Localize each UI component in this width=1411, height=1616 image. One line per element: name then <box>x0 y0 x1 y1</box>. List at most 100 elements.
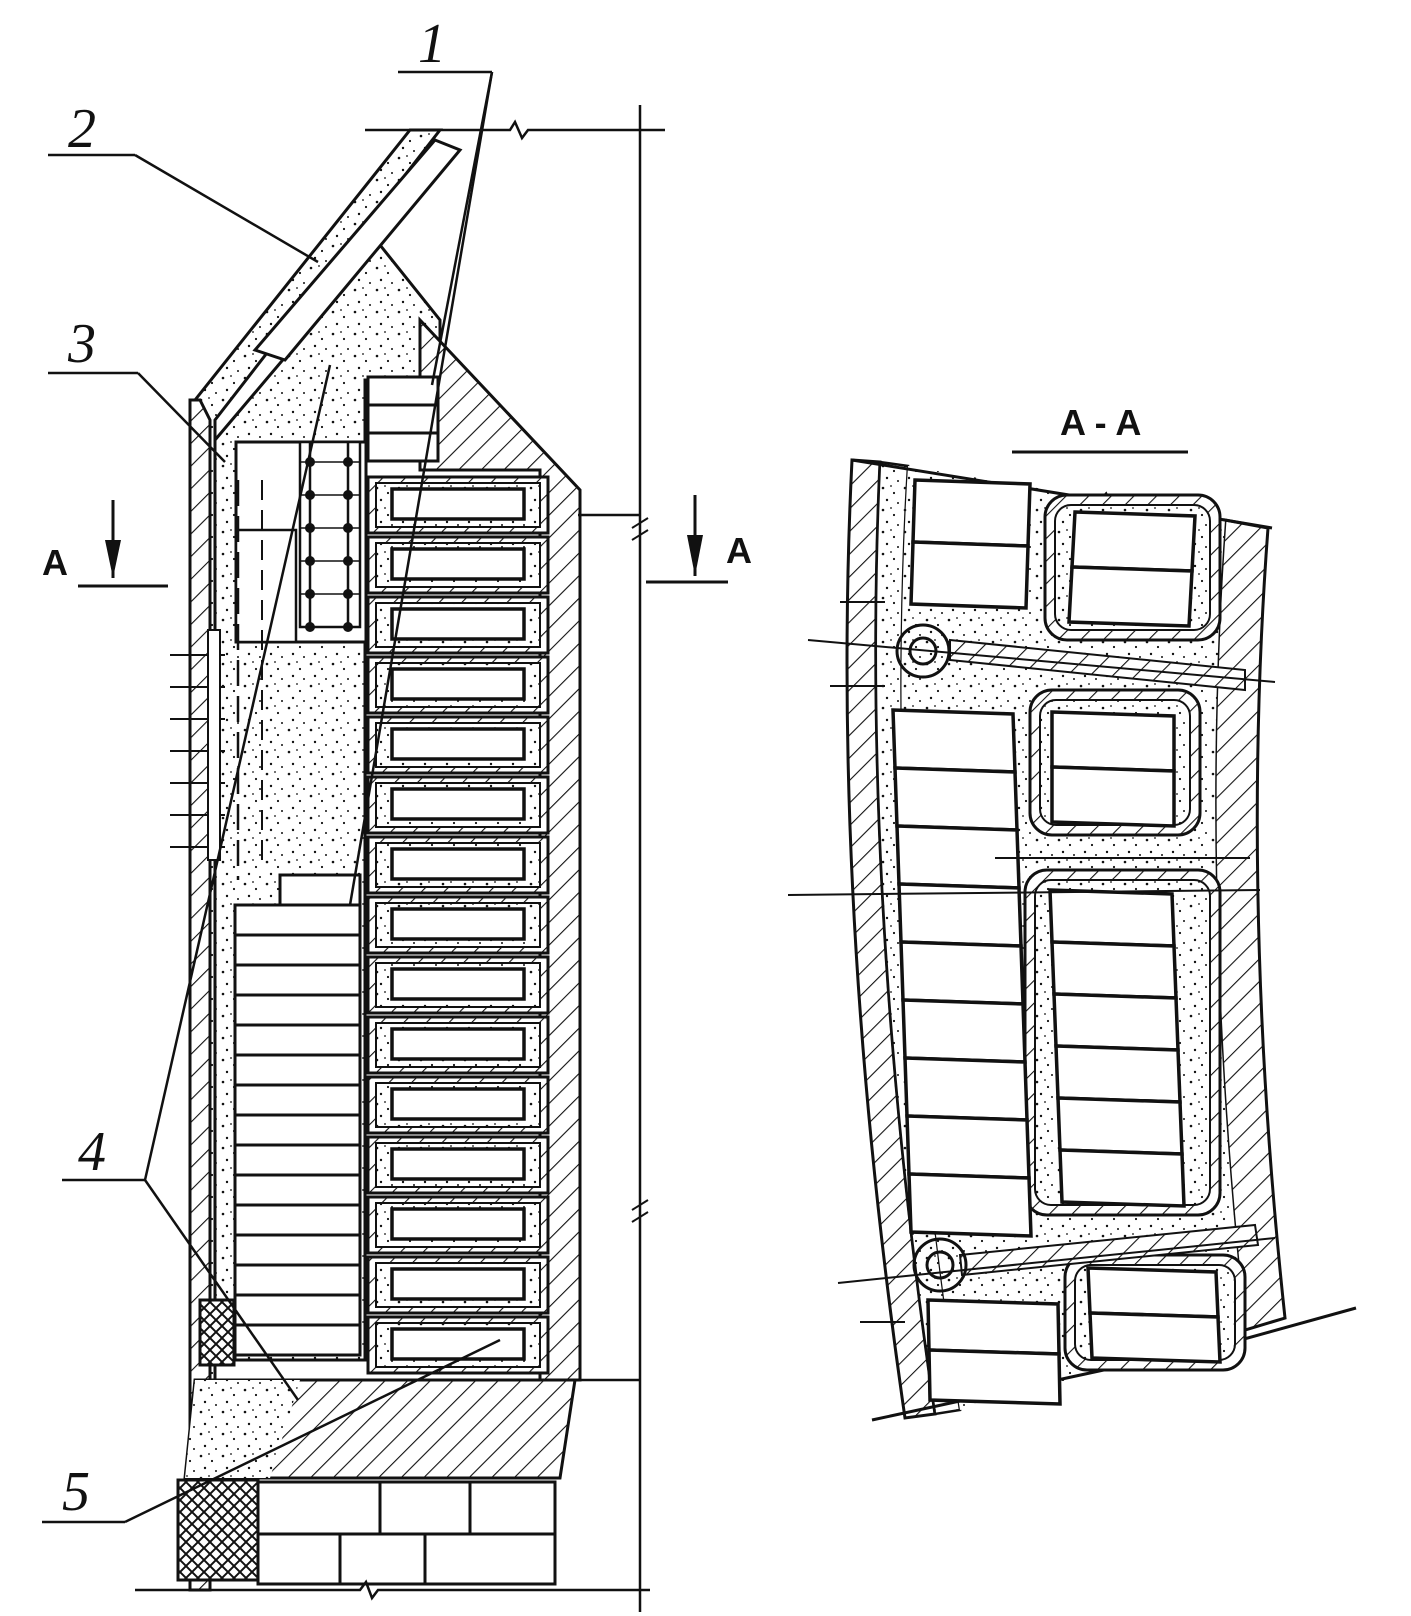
plan-brick <box>1086 1266 1220 1319</box>
section-mark-right <box>646 495 728 584</box>
plan-brick <box>899 940 1025 1006</box>
plan-right-bricks <box>1048 510 1222 1364</box>
stack-brick <box>233 903 362 937</box>
base-brick-course <box>256 1480 557 1586</box>
stack-brick <box>233 1053 362 1087</box>
plan-brick <box>926 1298 1061 1356</box>
section-letter-right: A <box>726 530 752 571</box>
channel-brick <box>390 1087 526 1121</box>
stack-brick <box>233 1083 362 1117</box>
cap-brick <box>278 873 362 907</box>
channel-brick <box>390 1267 526 1301</box>
section-mark-left <box>78 500 168 588</box>
plan-brick <box>1050 940 1178 1000</box>
plan-brick <box>901 998 1027 1064</box>
callout-5: 5 <box>42 1338 501 1524</box>
stack-brick <box>233 1293 362 1327</box>
channel-brick <box>390 607 526 641</box>
outer-skin <box>188 398 212 1592</box>
plan-brick <box>903 1056 1029 1122</box>
bottom-slab-dotted <box>185 1380 300 1478</box>
plan-brick <box>907 1172 1033 1238</box>
base-brick <box>256 1480 382 1536</box>
plan-brick <box>891 708 1017 774</box>
channel-brick <box>390 547 526 581</box>
plan-axis-3 <box>837 1237 1276 1284</box>
plan-brick <box>1056 1096 1184 1156</box>
callout-label-5: 5 <box>62 1461 90 1523</box>
stack-brick <box>233 1263 362 1297</box>
slanted-plate <box>252 138 463 362</box>
break-mark-upper <box>631 517 649 541</box>
seal-block <box>198 1298 236 1367</box>
section-letter-left: A <box>42 542 68 583</box>
plan-brick <box>1050 710 1176 773</box>
inner-box <box>234 528 298 644</box>
stack-brick <box>233 1143 362 1177</box>
plan-brick <box>927 1348 1062 1406</box>
base-brick <box>423 1532 557 1586</box>
reinforcement-grid <box>298 440 362 632</box>
plan-brick <box>1070 510 1197 573</box>
channel-brick <box>390 667 526 701</box>
stack-brick <box>233 993 362 1027</box>
stack-brick <box>233 963 362 997</box>
anchor-plate <box>207 629 221 861</box>
callout-4: 4 <box>62 364 332 1401</box>
channel-brick <box>390 787 526 821</box>
stack-brick <box>233 1323 362 1357</box>
callout-3: 3 <box>48 313 226 463</box>
callout-label-4: 4 <box>78 1121 106 1183</box>
lower-fill <box>280 645 360 880</box>
callout-2: 2 <box>48 98 319 264</box>
break-mark-lower <box>631 1199 649 1223</box>
plan-brick <box>1067 565 1194 628</box>
plan-axis-2 <box>787 889 1261 896</box>
brick-stack <box>233 873 362 1357</box>
channel-brick <box>390 1147 526 1181</box>
callout-label-1: 1 <box>418 13 446 75</box>
plan-brick <box>911 478 1032 548</box>
plan-brick <box>905 1114 1031 1180</box>
stack-brick <box>233 1173 362 1207</box>
plan-brick <box>1054 1044 1182 1104</box>
plan-brick <box>1048 888 1176 948</box>
stack-brick <box>233 933 362 967</box>
base-brick <box>378 1480 472 1536</box>
channel-brick <box>390 487 526 521</box>
callout-label-2: 2 <box>68 98 96 160</box>
channel-brick <box>390 907 526 941</box>
channel-brick <box>390 1027 526 1061</box>
plan-left-bricks <box>891 478 1062 1406</box>
channel-blocks <box>366 475 550 1375</box>
callout-label-3: 3 <box>67 313 96 375</box>
plan-brick <box>1058 1148 1186 1208</box>
section-title: A - A <box>1060 402 1141 443</box>
plan-brick <box>1052 992 1180 1052</box>
ground-line <box>135 1579 650 1601</box>
plan-axis-1 <box>807 639 1276 683</box>
footing-block <box>176 1478 260 1582</box>
top-break-line <box>365 119 665 141</box>
channel-brick <box>390 727 526 761</box>
vertical-section: A A <box>42 105 752 1612</box>
plan-brick <box>1050 765 1176 828</box>
top-small-bricks <box>366 375 440 463</box>
channel-brick <box>390 1207 526 1241</box>
base-brick <box>468 1480 557 1536</box>
plan-brick <box>1088 1311 1222 1364</box>
plan-brick <box>909 540 1030 610</box>
stack-brick <box>233 1233 362 1267</box>
channel-brick <box>390 847 526 881</box>
plan-right-wall <box>1213 518 1287 1332</box>
base-brick <box>338 1532 427 1586</box>
stack-brick <box>233 1113 362 1147</box>
plan-brick <box>893 766 1019 832</box>
stack-brick <box>233 1203 362 1237</box>
plan-section: A - A <box>787 402 1357 1422</box>
bolt-bottom <box>912 1237 968 1293</box>
channel-brick <box>390 1327 526 1361</box>
base-brick <box>256 1532 342 1586</box>
